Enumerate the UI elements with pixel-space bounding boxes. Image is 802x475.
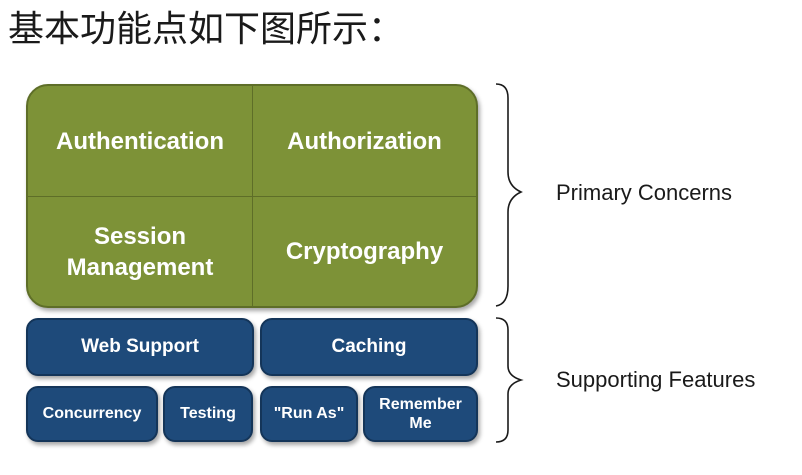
session-management-cell: Session Management — [28, 197, 253, 306]
supporting-features-label: Supporting Features — [556, 367, 756, 392]
remember-me-box: Remember Me — [363, 386, 478, 442]
concurrency-box: Concurrency — [26, 386, 158, 442]
authorization-cell: Authorization — [253, 86, 476, 197]
web-support-box: Web Support — [26, 318, 254, 376]
run-as-box: "Run As" — [260, 386, 358, 442]
page-heading: 基本功能点如下图所示： — [8, 9, 405, 50]
primary-concerns-label: Primary Concerns — [556, 180, 733, 205]
authentication-cell: Authentication — [28, 86, 253, 197]
testing-box: Testing — [163, 386, 253, 442]
primary-concerns-brace — [495, 83, 523, 307]
caching-box: Caching — [260, 318, 478, 376]
cryptography-cell: Cryptography — [285, 238, 444, 265]
primary-concerns-box: Authentication Authorization Session Man… — [26, 84, 478, 308]
supporting-features-brace — [495, 317, 524, 443]
grouping-braces — [495, 83, 524, 443]
